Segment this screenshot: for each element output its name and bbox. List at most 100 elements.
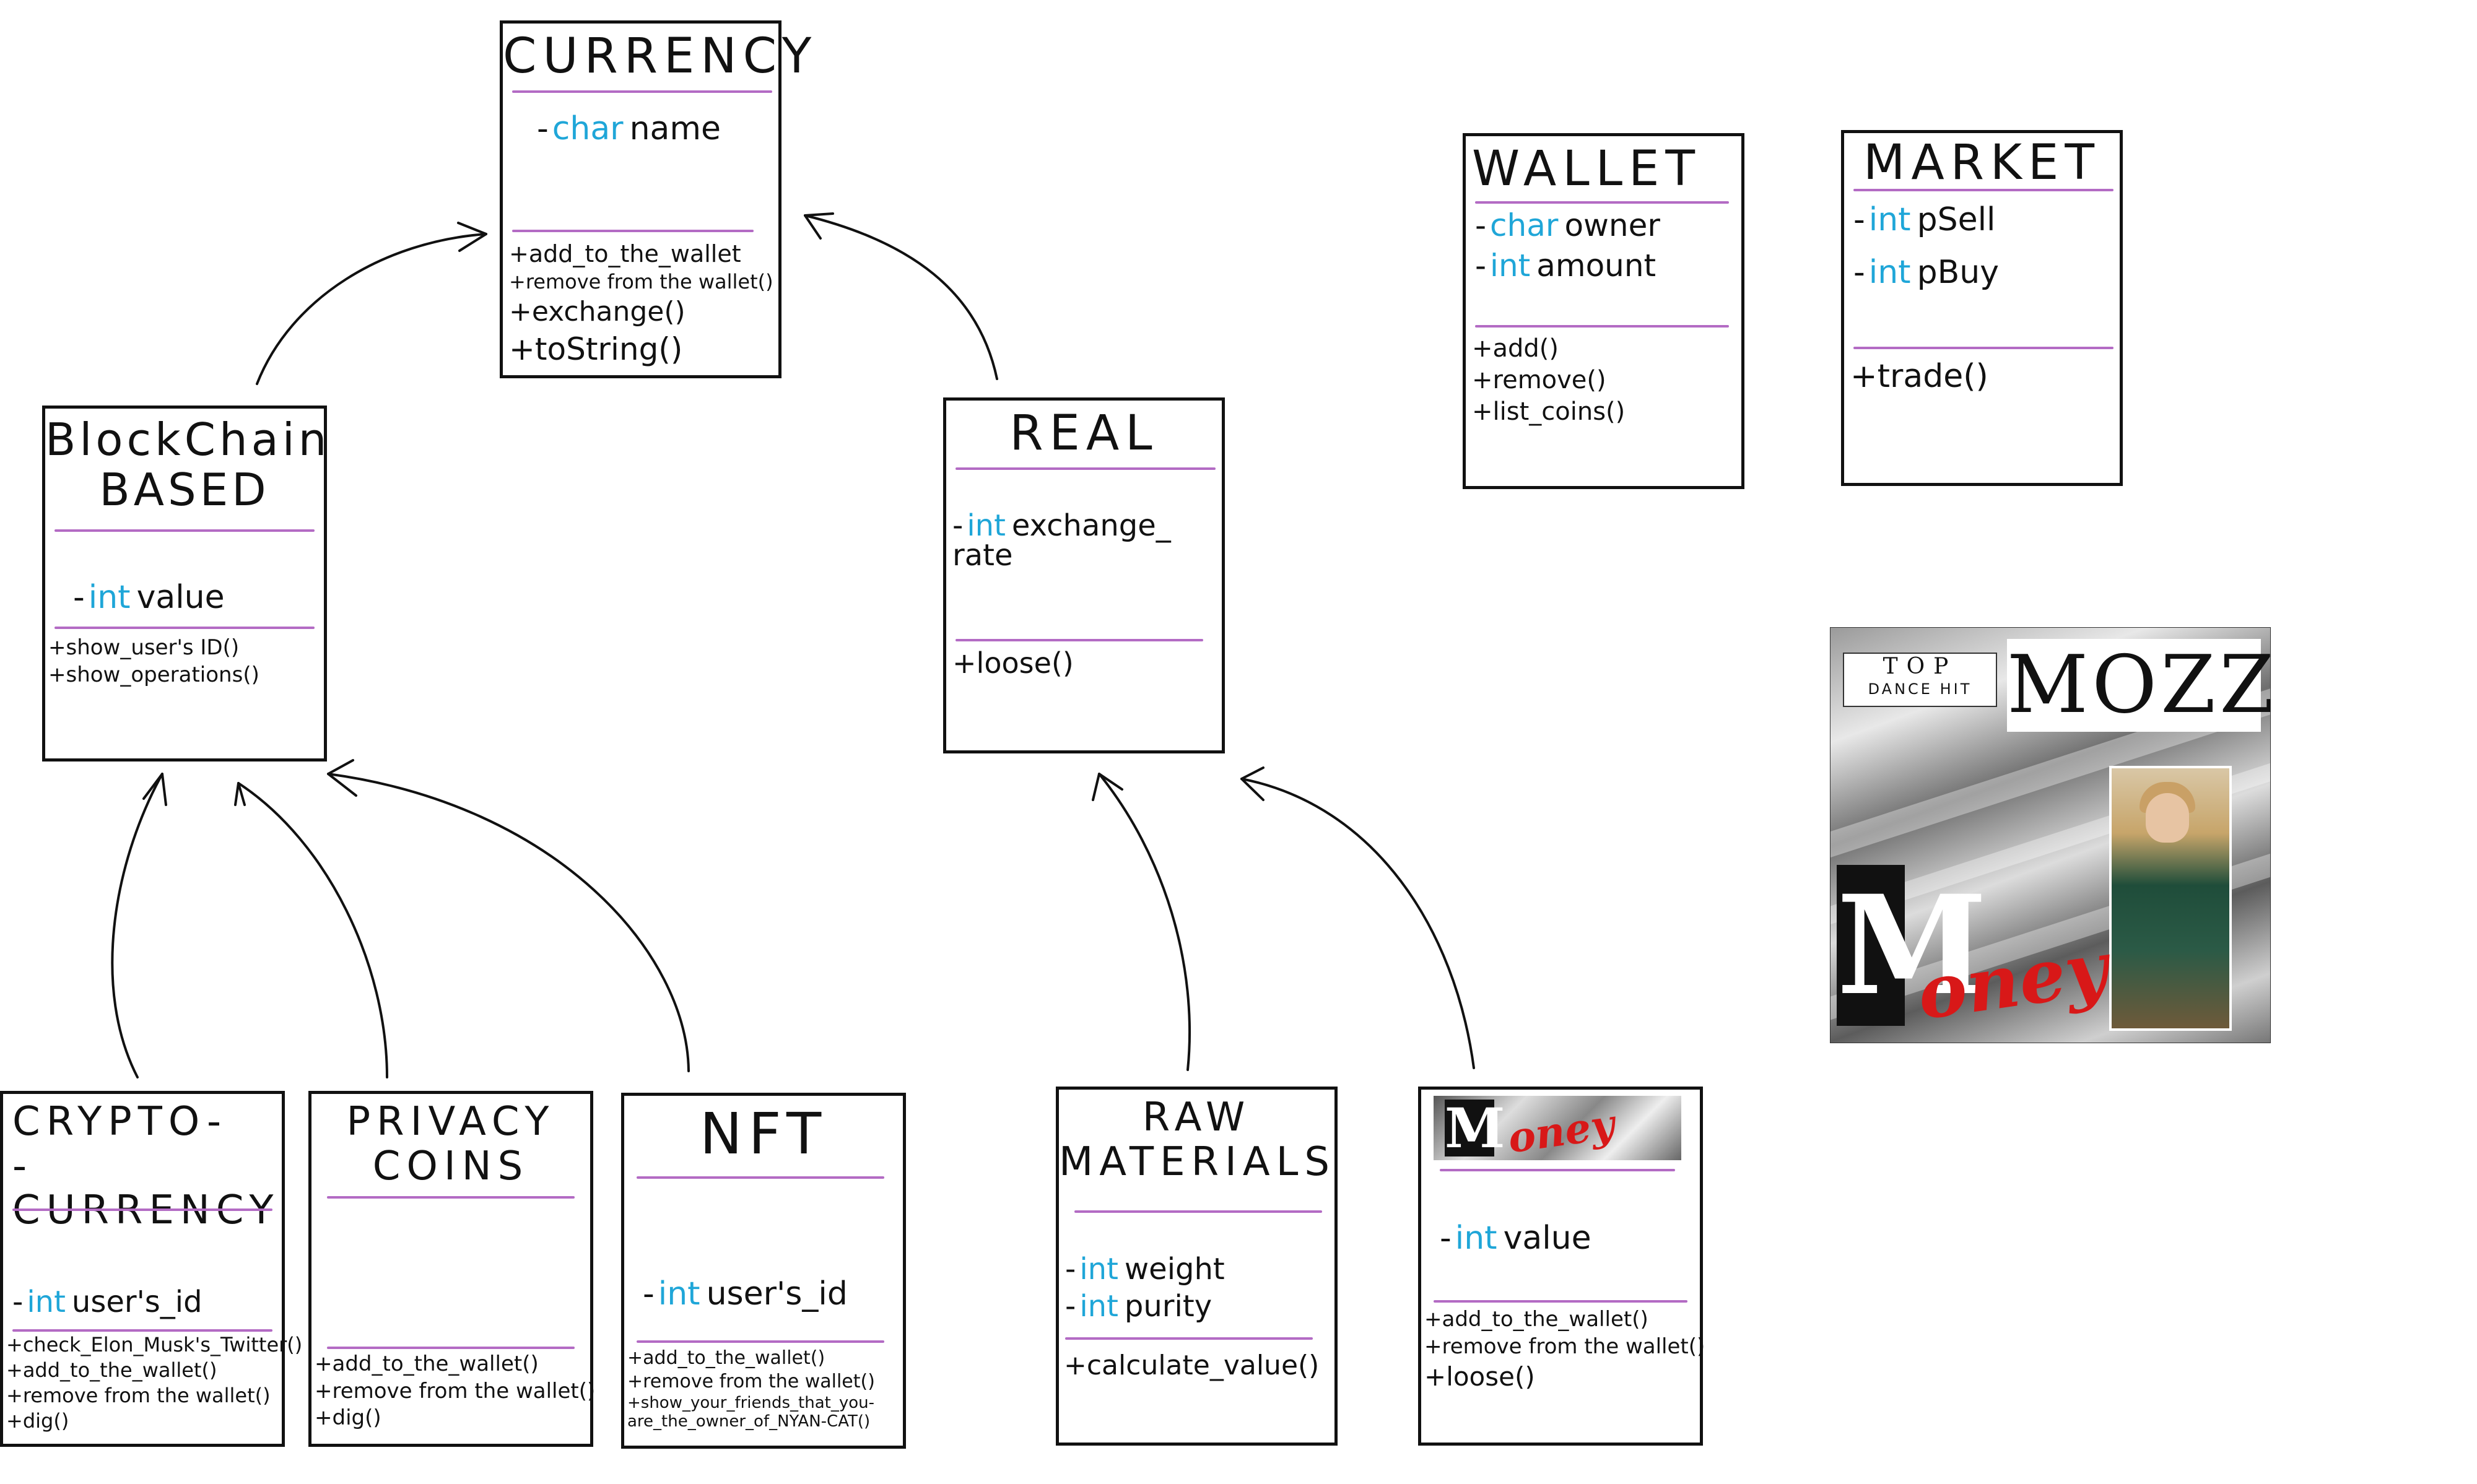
artist-photo (2109, 766, 2232, 1031)
class-privacy-coins: PRIVACY COINS +add_to_the_wallet() +remo… (308, 1091, 595, 1447)
class-title: NFT (699, 1101, 828, 1167)
method: +remove() (1472, 366, 1606, 395)
method: +trade() (1850, 358, 1988, 395)
separator (1475, 325, 1729, 328)
method: +remove from the wallet() (627, 1371, 875, 1393)
method: +remove from the wallet() (6, 1383, 271, 1407)
arrow-blockchain-to-currency (256, 233, 487, 385)
method: +calculate_value() (1064, 1350, 1320, 1381)
arrow-money-to-real (1240, 778, 1475, 1069)
method-list: +check_Elon_Musk's_Twitter() +add_to_the… (6, 1332, 302, 1434)
arrow-raw-to-real (1098, 773, 1191, 1071)
arrow-real-to-currency (804, 214, 998, 380)
separator (12, 1329, 272, 1332)
method: +add_to_the_wallet() (315, 1352, 539, 1376)
arrow-privacy-to-blockchain (237, 782, 388, 1078)
class-title: PRIVACY COINS (346, 1099, 555, 1189)
album-cover-image: TOP DANCE HIT MOZZART M oney (1830, 627, 2271, 1043)
money-logo-letter: M (1445, 1096, 1505, 1160)
separator (1434, 1300, 1687, 1303)
method-list: +add_to_the_wallet() +remove from the wa… (315, 1351, 595, 1432)
top-dance-hit-badge: TOP DANCE HIT (1843, 653, 1997, 707)
method: +list_coins() (1472, 397, 1626, 427)
separator (1853, 347, 2114, 349)
arrow-crypto-to-blockchain (111, 773, 163, 1078)
separator (327, 1196, 575, 1199)
method: +exchange() (509, 295, 686, 328)
method: +show_operations() (48, 662, 259, 687)
separator (512, 90, 772, 93)
method-list: +add_to_the_wallet() +remove from the wa… (627, 1347, 875, 1431)
separator (1065, 1337, 1313, 1340)
separator (1074, 1210, 1322, 1213)
method-list: +trade() (1850, 356, 1988, 397)
separator (637, 1176, 884, 1179)
method-list: +calculate_value() (1064, 1348, 1319, 1383)
method: +remove from the wallet() (315, 1378, 596, 1404)
method: +add() (1472, 334, 1559, 363)
badge-line1: TOP (1883, 654, 1957, 679)
method-list: +add() +remove() +list_coins() (1472, 333, 1625, 428)
method: +add_to_the_wallet (509, 240, 741, 267)
separator (512, 230, 754, 232)
artist-name: MOZZART (2007, 639, 2270, 732)
method: +add_to_the_wallet() (1424, 1307, 1648, 1332)
method: +show_user's ID() (48, 635, 240, 660)
money-big-letter: M (1837, 865, 1988, 1026)
method: +add_to_the_wallet() (6, 1358, 217, 1382)
arrow-nft-to-blockchain (327, 773, 690, 1072)
separator (1853, 189, 2114, 191)
class-title: WALLET (1472, 141, 1702, 197)
method: +loose() (1424, 1361, 1535, 1392)
class-title: BlockChain BASED (45, 414, 331, 516)
separator (1475, 201, 1729, 204)
separator (1440, 1169, 1675, 1171)
method: +show_your_friends_that_you- are_the_own… (627, 1393, 874, 1431)
badge-line2: DANCE HIT (1868, 680, 1972, 698)
separator (54, 627, 315, 629)
method-list: +add_to_the_wallet() +remove from the wa… (1424, 1306, 1705, 1394)
class-title: REAL (1009, 406, 1159, 461)
money-logo-text: oney (1505, 1100, 1617, 1163)
money-logo: M oney (1434, 1096, 1681, 1163)
method-list: +add_to_the_wallet +remove from the wall… (509, 239, 773, 369)
separator (12, 1208, 272, 1211)
separator (956, 467, 1216, 470)
class-title: MARKET (1863, 135, 2100, 191)
method: +dig() (315, 1405, 381, 1431)
method: +check_Elon_Musk's_Twitter() (6, 1333, 303, 1356)
class-title: CRYPTO- -CURRENCY (12, 1099, 280, 1234)
method: +add_to_the_wallet() (627, 1347, 825, 1369)
separator (327, 1347, 575, 1349)
method: +loose() (952, 646, 1074, 680)
class-title: RAW MATERIALS (1059, 1095, 1336, 1185)
method: +toString() (509, 331, 683, 367)
method-list: +loose() (952, 645, 1074, 682)
method-list: +show_user's ID() +show_operations() (48, 635, 259, 688)
method: +remove from the wallet() (509, 269, 773, 293)
method: +dig() (6, 1408, 69, 1433)
separator (54, 529, 315, 532)
class-title: CURRENCY (503, 28, 818, 84)
